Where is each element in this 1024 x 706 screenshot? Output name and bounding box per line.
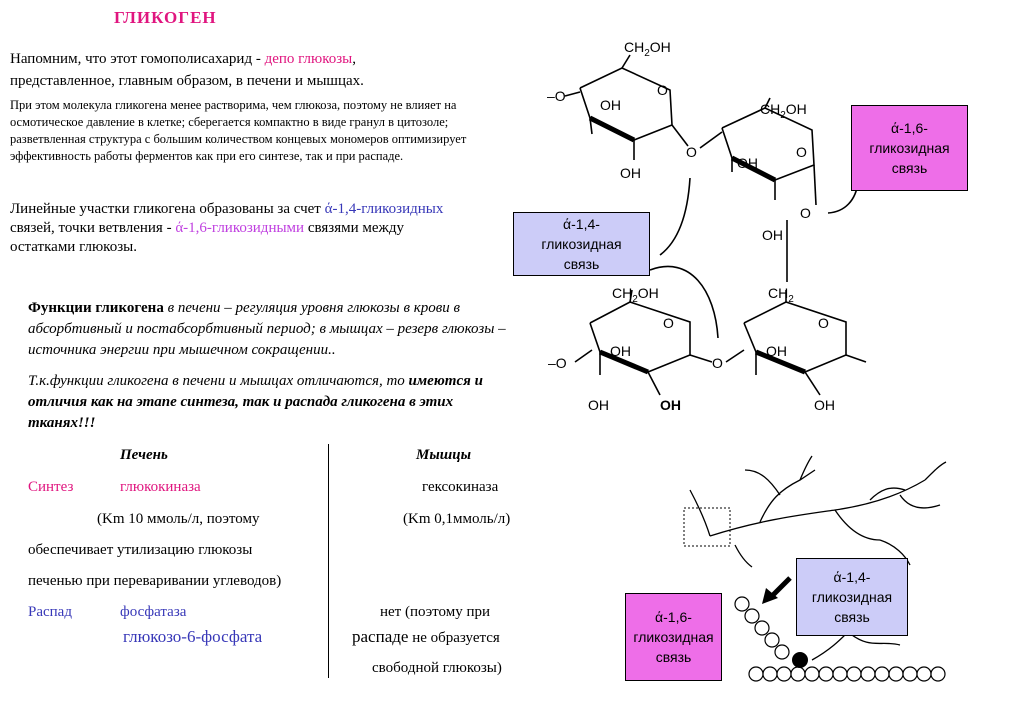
- branch-point-marker: [792, 652, 808, 668]
- label-box-a14-bottom: ά-1,4- гликозидная связь: [796, 558, 908, 636]
- box-line: ά-1,6-: [891, 120, 928, 136]
- link-o-label: O: [800, 205, 811, 221]
- box-line: гликозидная: [869, 140, 950, 156]
- ring-o-label: O: [663, 315, 674, 331]
- oh-label: OH: [766, 343, 787, 359]
- intro-text: Напомним, что этот гомополисахарид -: [10, 51, 265, 67]
- label-box-a14-mid: ά-1,4- гликозидная связь: [513, 212, 650, 276]
- liver-note-1: обеспечивает утилизацию глюкозы: [28, 542, 253, 558]
- column-header-muscle: Мышцы: [416, 447, 471, 463]
- oh-label: OH: [610, 343, 631, 359]
- functions-paragraph: Функции гликогена в печени – регуляция у…: [28, 298, 538, 361]
- label-box-a16-bottom: ά-1,6- гликозидная связь: [625, 593, 722, 681]
- link-o-label: –O: [548, 355, 567, 371]
- ch2oh-label-2: CH2OH: [760, 101, 807, 121]
- a16-term: ά-1,6-гликозидными: [175, 220, 305, 236]
- pointer-arrow-head: [762, 588, 778, 604]
- box-line: гликозидная: [633, 629, 714, 645]
- oh-label: OH: [620, 165, 641, 181]
- oh-label: OH: [762, 227, 783, 243]
- differences-emphasis: имеются и отличия как на этапе синтеза, …: [28, 373, 483, 431]
- linear-text: связями между остатками глюкозы.: [10, 220, 405, 255]
- zoom-region-box: [683, 507, 731, 547]
- km-liver: (Km 10 ммоль/л, поэтому: [97, 511, 260, 527]
- box-line: связь: [834, 609, 870, 625]
- glucose-depot-term: депо глюкозы: [264, 51, 353, 67]
- differences-text: Т.к.функции гликогена в печени и мышцах …: [28, 373, 409, 389]
- box-line: ά-1,4-: [833, 569, 871, 585]
- oh-label: OH: [737, 155, 758, 171]
- glucose-6-phosphate: глюкозо-6-фосфата: [123, 627, 263, 646]
- link-o-label: O: [686, 144, 697, 160]
- phosphatase: фосфатаза: [120, 604, 187, 620]
- decay-muscle-2-text: не образуется: [408, 630, 500, 646]
- label-box-a16-top: ά-1,6- гликозидная связь: [851, 105, 968, 191]
- glucokinase: глюкокиназа: [120, 479, 201, 495]
- liver-note-2: печенью при переваривании углеводов): [28, 573, 282, 589]
- oh-label: OH: [814, 397, 835, 413]
- functions-heading: Функции гликогена: [28, 300, 164, 316]
- oh-label: OH: [588, 397, 609, 413]
- ch2-label: CH2: [768, 285, 794, 305]
- intro-paragraph-2: При этом молекула гликогена менее раство…: [10, 98, 467, 163]
- box-line: связь: [655, 649, 692, 665]
- ch2oh-label-3: CH2OH: [612, 285, 659, 305]
- intro-paragraph-3: Линейные участки гликогена образованы за…: [10, 200, 460, 257]
- box-line: гликозидная: [811, 589, 893, 605]
- link-o-label: –O: [547, 88, 566, 104]
- decay-muscle-2: распаде не образуется: [352, 627, 500, 647]
- intro-text: , представленное, главным образом, в печ…: [10, 51, 364, 89]
- km-muscle: (Km 0,1ммоль/л): [403, 511, 511, 527]
- a14-term: ά-1,4-гликозидных: [324, 201, 444, 217]
- ring-o-label: O: [796, 144, 807, 160]
- functions-text: в печени – регуляция уровня глюкозы в кр…: [28, 300, 506, 358]
- box-line: связь: [891, 160, 928, 176]
- ring-o-label: O: [657, 82, 668, 98]
- decay-muscle-3: свободной глюкозы): [372, 660, 502, 676]
- decay-muscle-1: нет (поэтому при: [380, 604, 491, 620]
- decay-word: распаде: [352, 627, 409, 646]
- page-title: ГЛИКОГЕН: [114, 8, 217, 27]
- link-o-label: O: [712, 355, 723, 371]
- box-line: гликозидная: [541, 236, 622, 252]
- oh-label: OH: [660, 397, 681, 413]
- hexokinase: гексокиназа: [422, 479, 499, 495]
- column-header-liver: Печень: [120, 447, 168, 463]
- linear-text: Линейные участки гликогена образованы за…: [10, 201, 325, 217]
- box-line: ά-1,6-: [655, 609, 692, 625]
- ring-o-label: O: [818, 315, 829, 331]
- ch2oh-label-1: CH2OH: [624, 39, 671, 59]
- intro-paragraph-1: Напомним, что этот гомополисахарид - деп…: [10, 48, 430, 92]
- oh-label: OH: [600, 97, 621, 113]
- glucose-bead-chain: [734, 596, 946, 682]
- table-divider: [328, 444, 329, 678]
- differences-paragraph: Т.к.функции гликогена в печени и мышцах …: [28, 371, 498, 434]
- box-line: ά-1,4-: [563, 216, 600, 232]
- chain-extension: [811, 631, 901, 661]
- decay-label: Распад: [28, 604, 72, 620]
- box-line: связь: [563, 256, 600, 272]
- linear-text: связей, точки ветвления -: [10, 220, 176, 236]
- synthesis-label: Синтез: [28, 479, 74, 495]
- glycogen-branch-sketch: [689, 455, 947, 568]
